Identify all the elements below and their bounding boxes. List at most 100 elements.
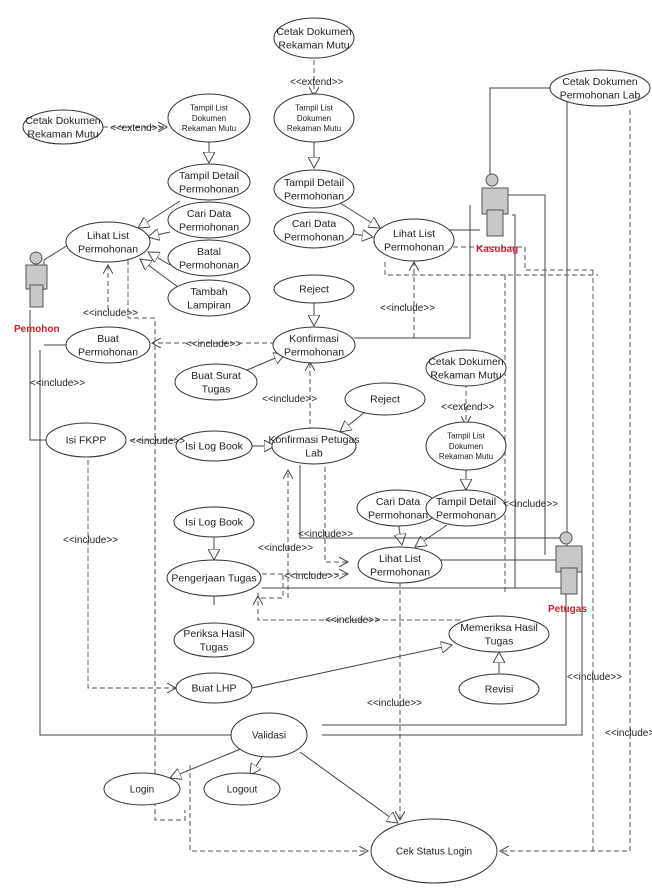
use-case-uc-cek-status-login[interactable]: Cek Status Login — [370, 818, 498, 884]
include-edge — [87, 460, 176, 688]
actor-legs-icon — [29, 284, 44, 308]
use-case-ellipse — [167, 93, 251, 143]
actor-petugas[interactable]: Petugas — [548, 531, 587, 615]
use-case-label: Dokumen — [449, 442, 483, 451]
association — [489, 87, 552, 175]
use-case-uc-login[interactable]: Login — [103, 772, 181, 806]
use-case-uc-revisi[interactable]: Revisi — [458, 673, 540, 705]
connectors — [29, 60, 631, 851]
use-case-label: Isi Log Book — [185, 517, 244, 529]
include-label: <<include>> — [503, 499, 558, 510]
gen-edge — [138, 200, 181, 228]
use-case-ellipse — [45, 422, 127, 458]
use-case-label: Rekaman Mutu — [182, 124, 236, 133]
association — [354, 205, 471, 339]
use-case-uc-reject-1[interactable]: Reject — [273, 274, 355, 304]
use-case-ellipse — [458, 673, 540, 705]
use-case-label: Cetak Dokumen — [562, 76, 637, 88]
use-case-label: Permohonan — [436, 510, 496, 522]
include-edge — [500, 110, 631, 851]
use-case-ellipse — [22, 109, 104, 145]
use-case-ellipse — [65, 326, 151, 364]
use-case-label: Validasi — [252, 731, 286, 742]
gen-edge — [299, 751, 398, 823]
use-case-label: Cetak Dokumen — [25, 115, 100, 127]
actor-head-icon — [485, 173, 499, 187]
use-case-uc-pengerjaan-tugas[interactable]: Pengerjaan Tugas — [166, 559, 262, 597]
use-case-uc-logout[interactable]: Logout — [203, 772, 281, 806]
use-case-label: Revisi — [485, 684, 514, 696]
use-case-ellipse — [167, 201, 251, 239]
use-case-label: Cek Status Login — [396, 847, 472, 858]
use-case-label: Permohonan — [284, 232, 344, 244]
include-label: <<include>> — [367, 698, 422, 709]
gen-edge — [148, 232, 171, 237]
extend-label: <<extend>> — [110, 123, 164, 134]
use-case-label: Buat — [97, 333, 119, 345]
gen-edge — [415, 524, 448, 547]
association — [322, 565, 567, 726]
use-case-uc-reject-2[interactable]: Reject — [344, 382, 426, 416]
association — [39, 350, 233, 736]
gen-edge — [352, 234, 373, 237]
use-case-label: Cetak Dokumen — [276, 26, 351, 38]
actor-pemohon[interactable]: Pemohon — [14, 251, 60, 335]
use-case-ellipse — [425, 421, 507, 471]
use-case-ellipse — [203, 772, 281, 806]
extend-label: <<extend>> — [290, 77, 344, 88]
use-case-label: Permohonan — [179, 184, 239, 196]
use-case-label: Konfirmasi — [289, 333, 339, 345]
gen-edge — [250, 756, 263, 775]
include-label: <<include>> — [63, 535, 118, 546]
use-case-ellipse — [167, 279, 251, 317]
gen-edge — [339, 202, 380, 228]
use-case-label: Permohonan — [78, 244, 138, 256]
relation-labels: <<extend>> <<extend>> <<extend>> <<inclu… — [30, 77, 652, 739]
include-edge — [257, 575, 284, 599]
use-case-label: Rekaman Mutu — [287, 124, 341, 133]
use-case-uc-validasi[interactable]: Validasi — [230, 712, 308, 758]
use-case-uc-isi-log-book-1[interactable]: Isi Log Book — [175, 430, 253, 462]
use-case-uc-isi-fkpp[interactable]: Isi FKPP — [45, 422, 127, 458]
use-case-uc-buat-lhp[interactable]: Buat LHP — [175, 672, 253, 704]
use-case-ellipse — [167, 239, 251, 277]
use-case-label: Rekaman Mutu — [439, 452, 493, 461]
actor-kasubag[interactable]: Kasubag — [476, 173, 518, 255]
use-case-ellipse — [425, 489, 507, 527]
use-case-label: Rekaman Mutu — [278, 40, 349, 52]
use-case-label: Logout — [227, 785, 258, 796]
use-case-ellipse — [175, 430, 253, 462]
gen-edge — [170, 747, 244, 778]
use-case-uc-isi-log-book-2[interactable]: Isi Log Book — [173, 506, 255, 538]
include-label: <<include>> — [83, 308, 138, 319]
use-case-label: Cari Data — [187, 208, 232, 220]
use-case-label: Tampil List — [295, 103, 334, 112]
use-case-label: Login — [130, 785, 154, 796]
use-case-label: Tugas — [200, 642, 229, 654]
use-case-label: Batal — [197, 246, 221, 258]
